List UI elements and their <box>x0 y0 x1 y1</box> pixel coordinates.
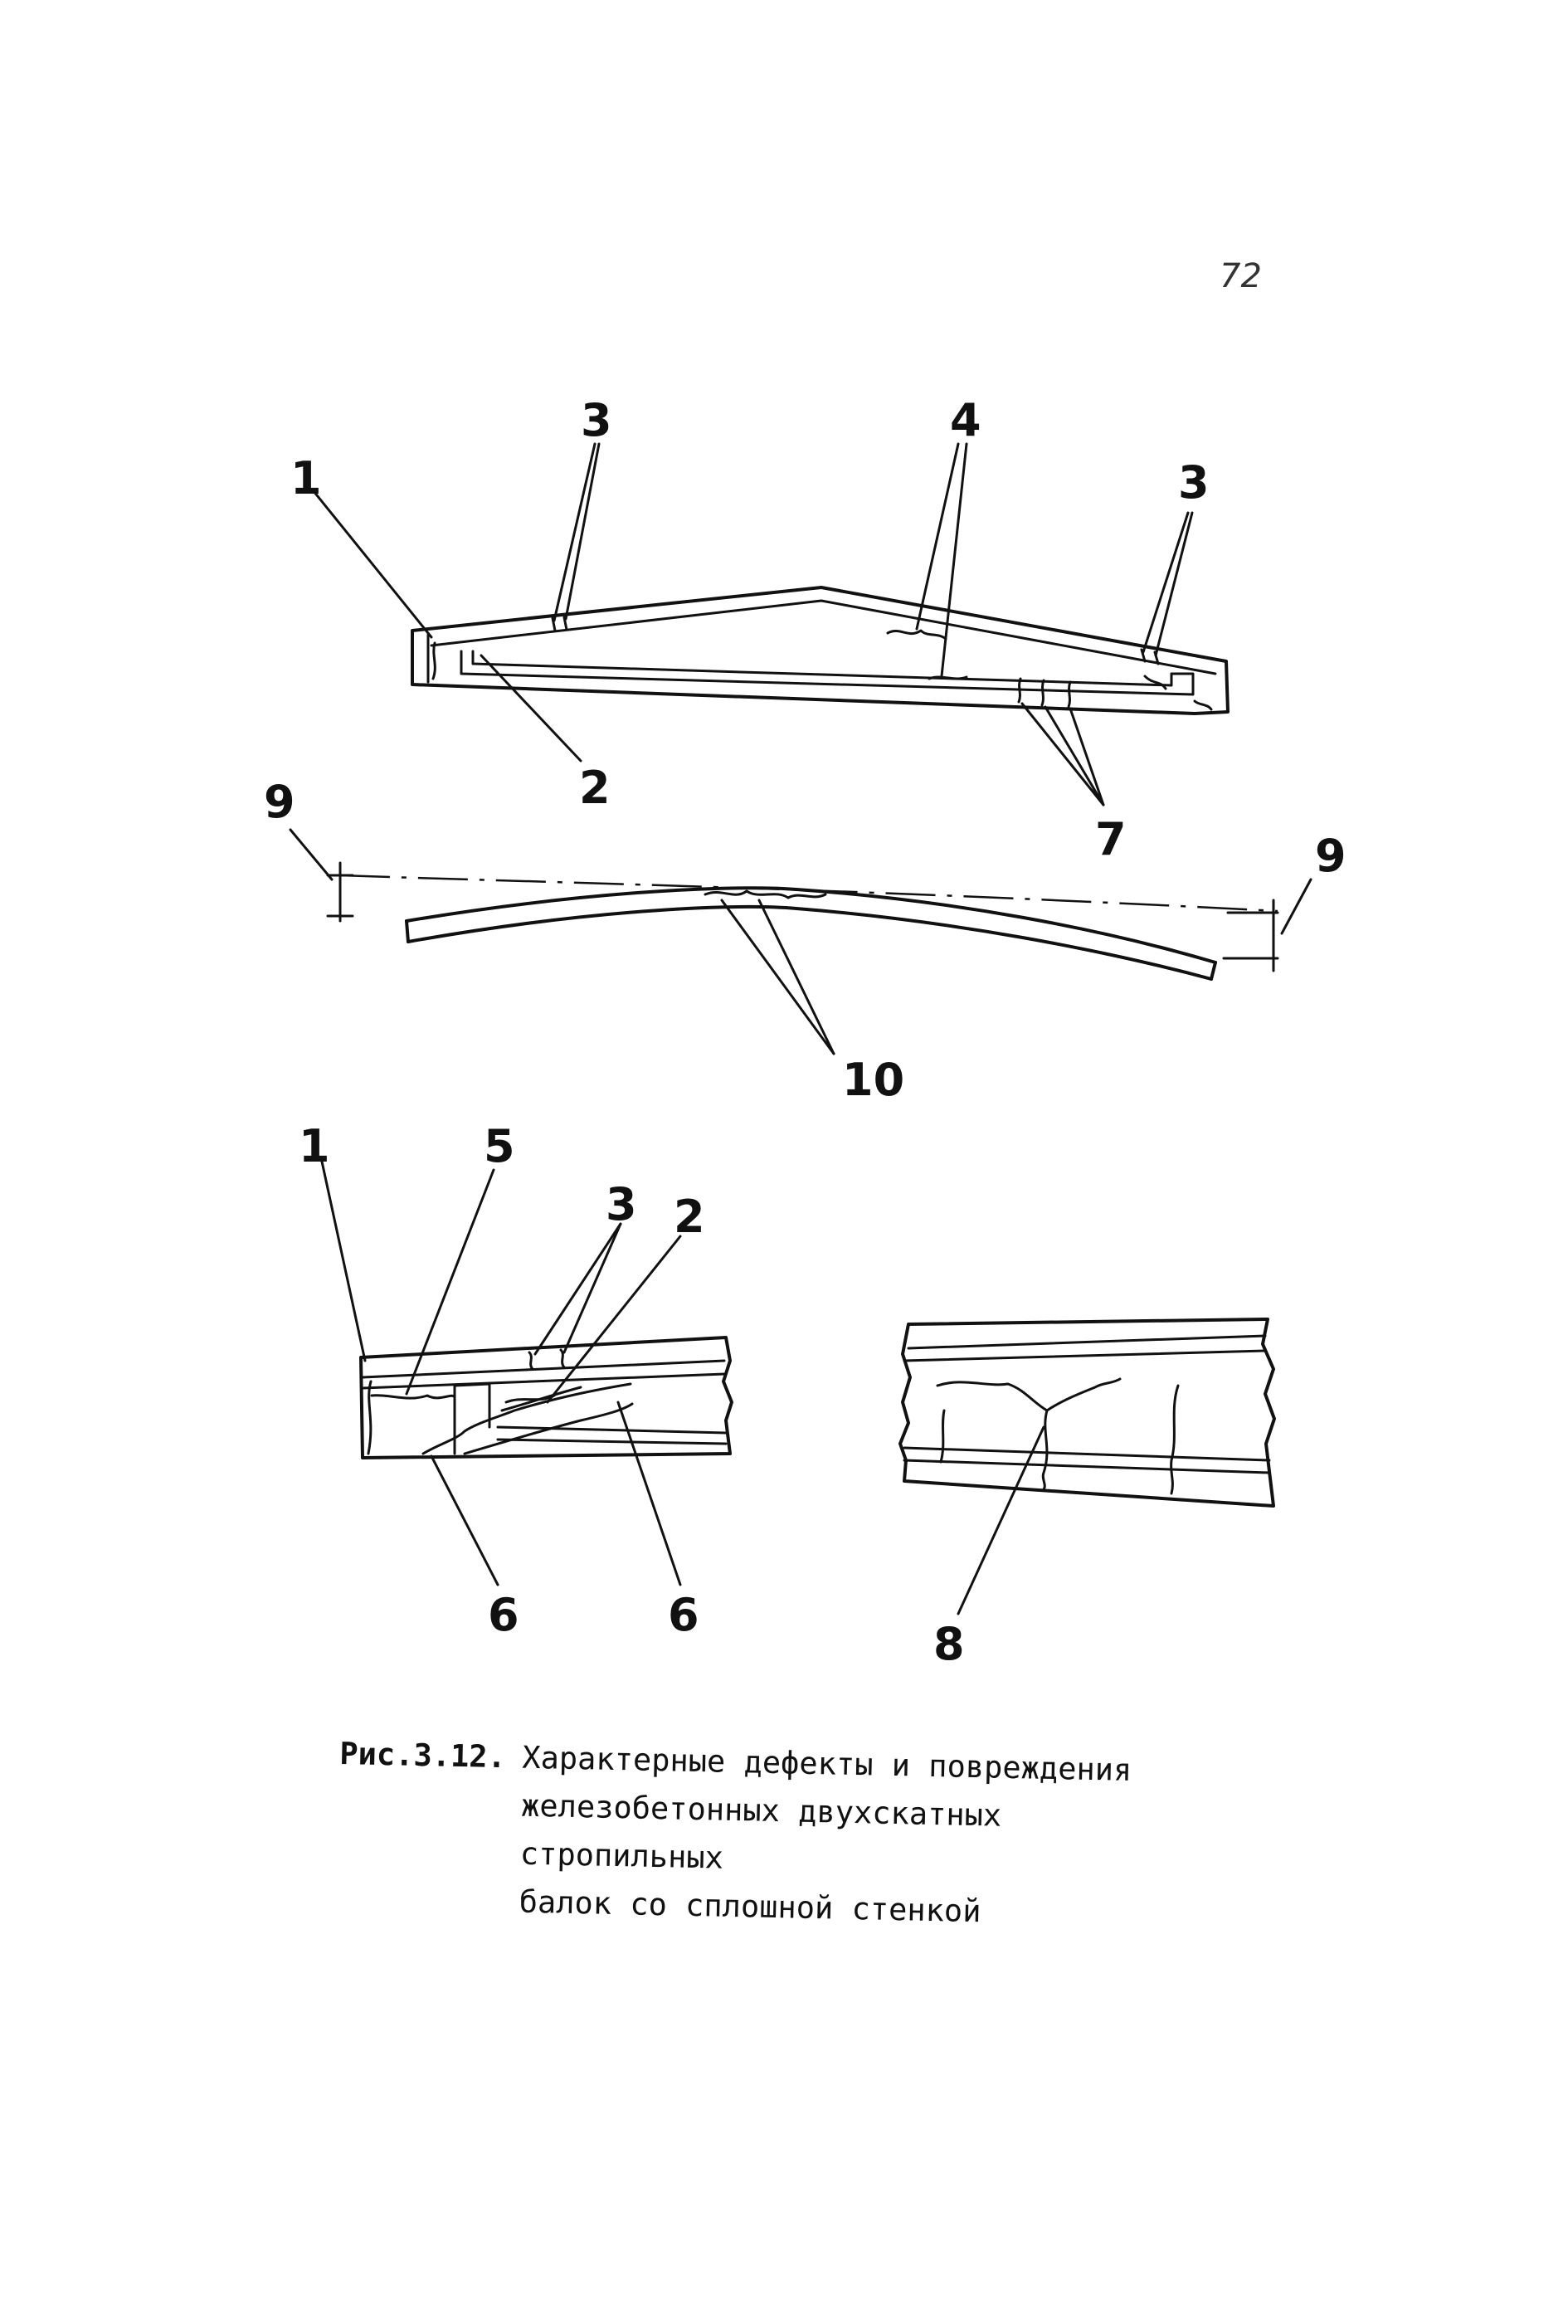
page-number: 72 <box>1220 257 1262 295</box>
beam-end-right <box>1210 961 1217 981</box>
crack-end-left <box>367 1380 373 1455</box>
crack-web-right <box>1143 675 1167 690</box>
leader-4-b <box>940 442 968 678</box>
leader-9-right <box>1280 878 1312 935</box>
crack-web-bottom <box>928 675 968 680</box>
deflected-beam: 9 9 10 <box>264 776 1346 1106</box>
design-axis <box>339 874 1278 913</box>
leader-7-b <box>1044 705 1105 806</box>
fragment-right-flange-1 <box>907 1334 1267 1350</box>
crack-bottom-7a <box>1017 677 1022 704</box>
crack-6-main <box>421 1382 632 1455</box>
label-6-bottom-left: 6 <box>488 1589 519 1641</box>
label-9-left: 9 <box>264 776 295 828</box>
figure-caption: Рис.3.12. Характерные дефекты и поврежде… <box>336 1730 1253 1942</box>
label-3-top-right: 3 <box>1178 456 1210 509</box>
beam-outline <box>411 586 1230 715</box>
leader-4-a <box>915 442 960 631</box>
label-6-bottom-right: 6 <box>668 1589 699 1641</box>
crack-8-vert-a <box>1041 1409 1049 1491</box>
leader-1-bottom <box>320 1160 367 1362</box>
crack-flange-left-b <box>562 616 568 631</box>
label-8: 8 <box>933 1618 965 1670</box>
leader-3-left-b <box>564 442 601 621</box>
midspan-fragment: 8 <box>898 1318 1276 1670</box>
caption-figure-number: Рис.3.12. <box>338 1735 507 1776</box>
crack-web-top <box>886 629 947 641</box>
label-1-bottom: 1 <box>299 1120 330 1172</box>
label-3-bottom: 3 <box>606 1178 637 1230</box>
label-5: 5 <box>484 1120 515 1172</box>
leader-3-left-a <box>553 442 597 622</box>
crack-zone-10 <box>704 889 827 899</box>
crack-right-end <box>1193 699 1213 711</box>
gable-beam-elevation: 1 2 3 4 3 7 <box>290 394 1230 865</box>
fragment-right-bflange-1 <box>903 1446 1271 1462</box>
top-flange-line <box>430 599 1217 675</box>
web-contour <box>460 650 1195 696</box>
crack-3-b <box>559 1348 566 1369</box>
beam-end-left <box>405 919 410 943</box>
leader-7-a <box>1020 702 1105 806</box>
fragment-right-flange-2 <box>903 1349 1267 1362</box>
caption-text: Характерные дефекты и повреждения железо… <box>519 1734 1203 1941</box>
crack-3-a <box>528 1351 534 1371</box>
leader-10-a <box>720 899 835 1055</box>
leader-3-bottom-a <box>533 1222 622 1356</box>
leader-1 <box>312 490 433 639</box>
leader-3-bottom-b <box>562 1222 622 1354</box>
fragment-right-bflange-2 <box>903 1459 1271 1474</box>
label-1-top: 1 <box>290 452 322 504</box>
crack-6-branch <box>463 1402 634 1455</box>
leader-10-b <box>757 899 835 1055</box>
beam-curve-top <box>405 886 1217 964</box>
label-4-top: 4 <box>950 394 981 446</box>
fragment-left-outline <box>359 1336 733 1459</box>
fragment-left-bflange-2 <box>496 1438 728 1445</box>
leader-6-left <box>430 1454 499 1586</box>
leader-5 <box>405 1168 495 1396</box>
label-2-top: 2 <box>579 762 611 814</box>
crack-flange-left-a <box>551 616 557 632</box>
fragment-left-bflange-1 <box>496 1425 728 1435</box>
fragment-left-flange-2 <box>361 1372 726 1390</box>
label-3-top-left: 3 <box>581 394 612 446</box>
leader-7-c <box>1069 707 1105 806</box>
leader-9-left <box>289 828 334 881</box>
label-7-top: 7 <box>1095 813 1127 865</box>
fragment-left-flange-1 <box>361 1359 726 1379</box>
leader-3-right-a <box>1142 511 1190 654</box>
crack-8-vert-b <box>939 1409 946 1464</box>
fragment-right-outline <box>898 1318 1276 1508</box>
leader-8 <box>957 1425 1045 1615</box>
leader-3-right-b <box>1154 511 1194 657</box>
label-9-right: 9 <box>1315 830 1346 882</box>
leader-6-right <box>616 1401 682 1586</box>
label-10: 10 <box>842 1054 904 1106</box>
crack-bottom-7b <box>1040 679 1045 707</box>
label-2-bottom: 2 <box>674 1191 705 1243</box>
beam-curve-bottom <box>407 904 1213 981</box>
caption-line-2: железобетонных двухскатных стропильных <box>519 1787 1002 1876</box>
leader-2-bottom <box>546 1235 682 1404</box>
leader-2 <box>480 654 582 762</box>
crack-8-vert-c <box>1170 1384 1180 1495</box>
crack-8-network <box>936 1377 1122 1412</box>
crack-support-left <box>431 641 436 680</box>
crack-bottom-7c <box>1067 680 1072 709</box>
support-rib-c <box>453 1382 491 1387</box>
support-zone-fragment: 1 5 3 2 6 6 <box>299 1120 733 1641</box>
crack-5 <box>370 1394 456 1400</box>
